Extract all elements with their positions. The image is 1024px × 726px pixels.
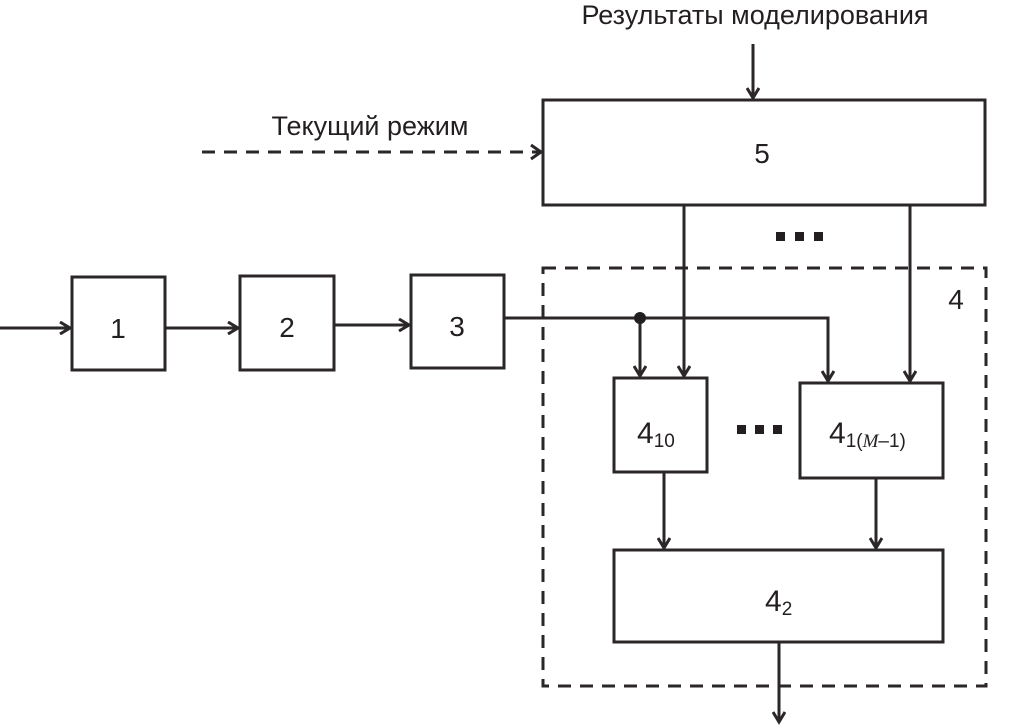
block-1: 1 [70,275,167,372]
block-4-2: 42 [612,548,945,644]
block-4-1M-label: 41(M–1) [829,417,906,452]
junction-dot [634,312,646,324]
current-mode-arrowhead [530,143,544,161]
modeling-results-label: Результаты моделирования [581,0,928,30]
current-mode-label: Текущий режим [272,111,469,141]
ellipsis-top [776,232,823,241]
block-2-label: 2 [279,312,295,343]
block-3: 3 [409,273,506,370]
arrow-3-to-4-1M [504,316,828,381]
block-1-label: 1 [110,313,126,344]
block-2: 2 [238,274,336,372]
block-5-label: 5 [754,138,770,169]
ellipsis-middle [737,425,782,434]
group-4-dashed-frame [541,266,988,688]
block-3-label: 3 [449,311,465,342]
block-4-1-M-minus-1: 41(M–1) [798,381,945,480]
block-4-10: 410 [612,376,709,474]
block-4-2-label: 42 [765,585,792,620]
group-4-label: 4 [948,284,964,315]
block-4-10-label: 410 [637,417,675,452]
block-5: 5 [541,98,987,207]
